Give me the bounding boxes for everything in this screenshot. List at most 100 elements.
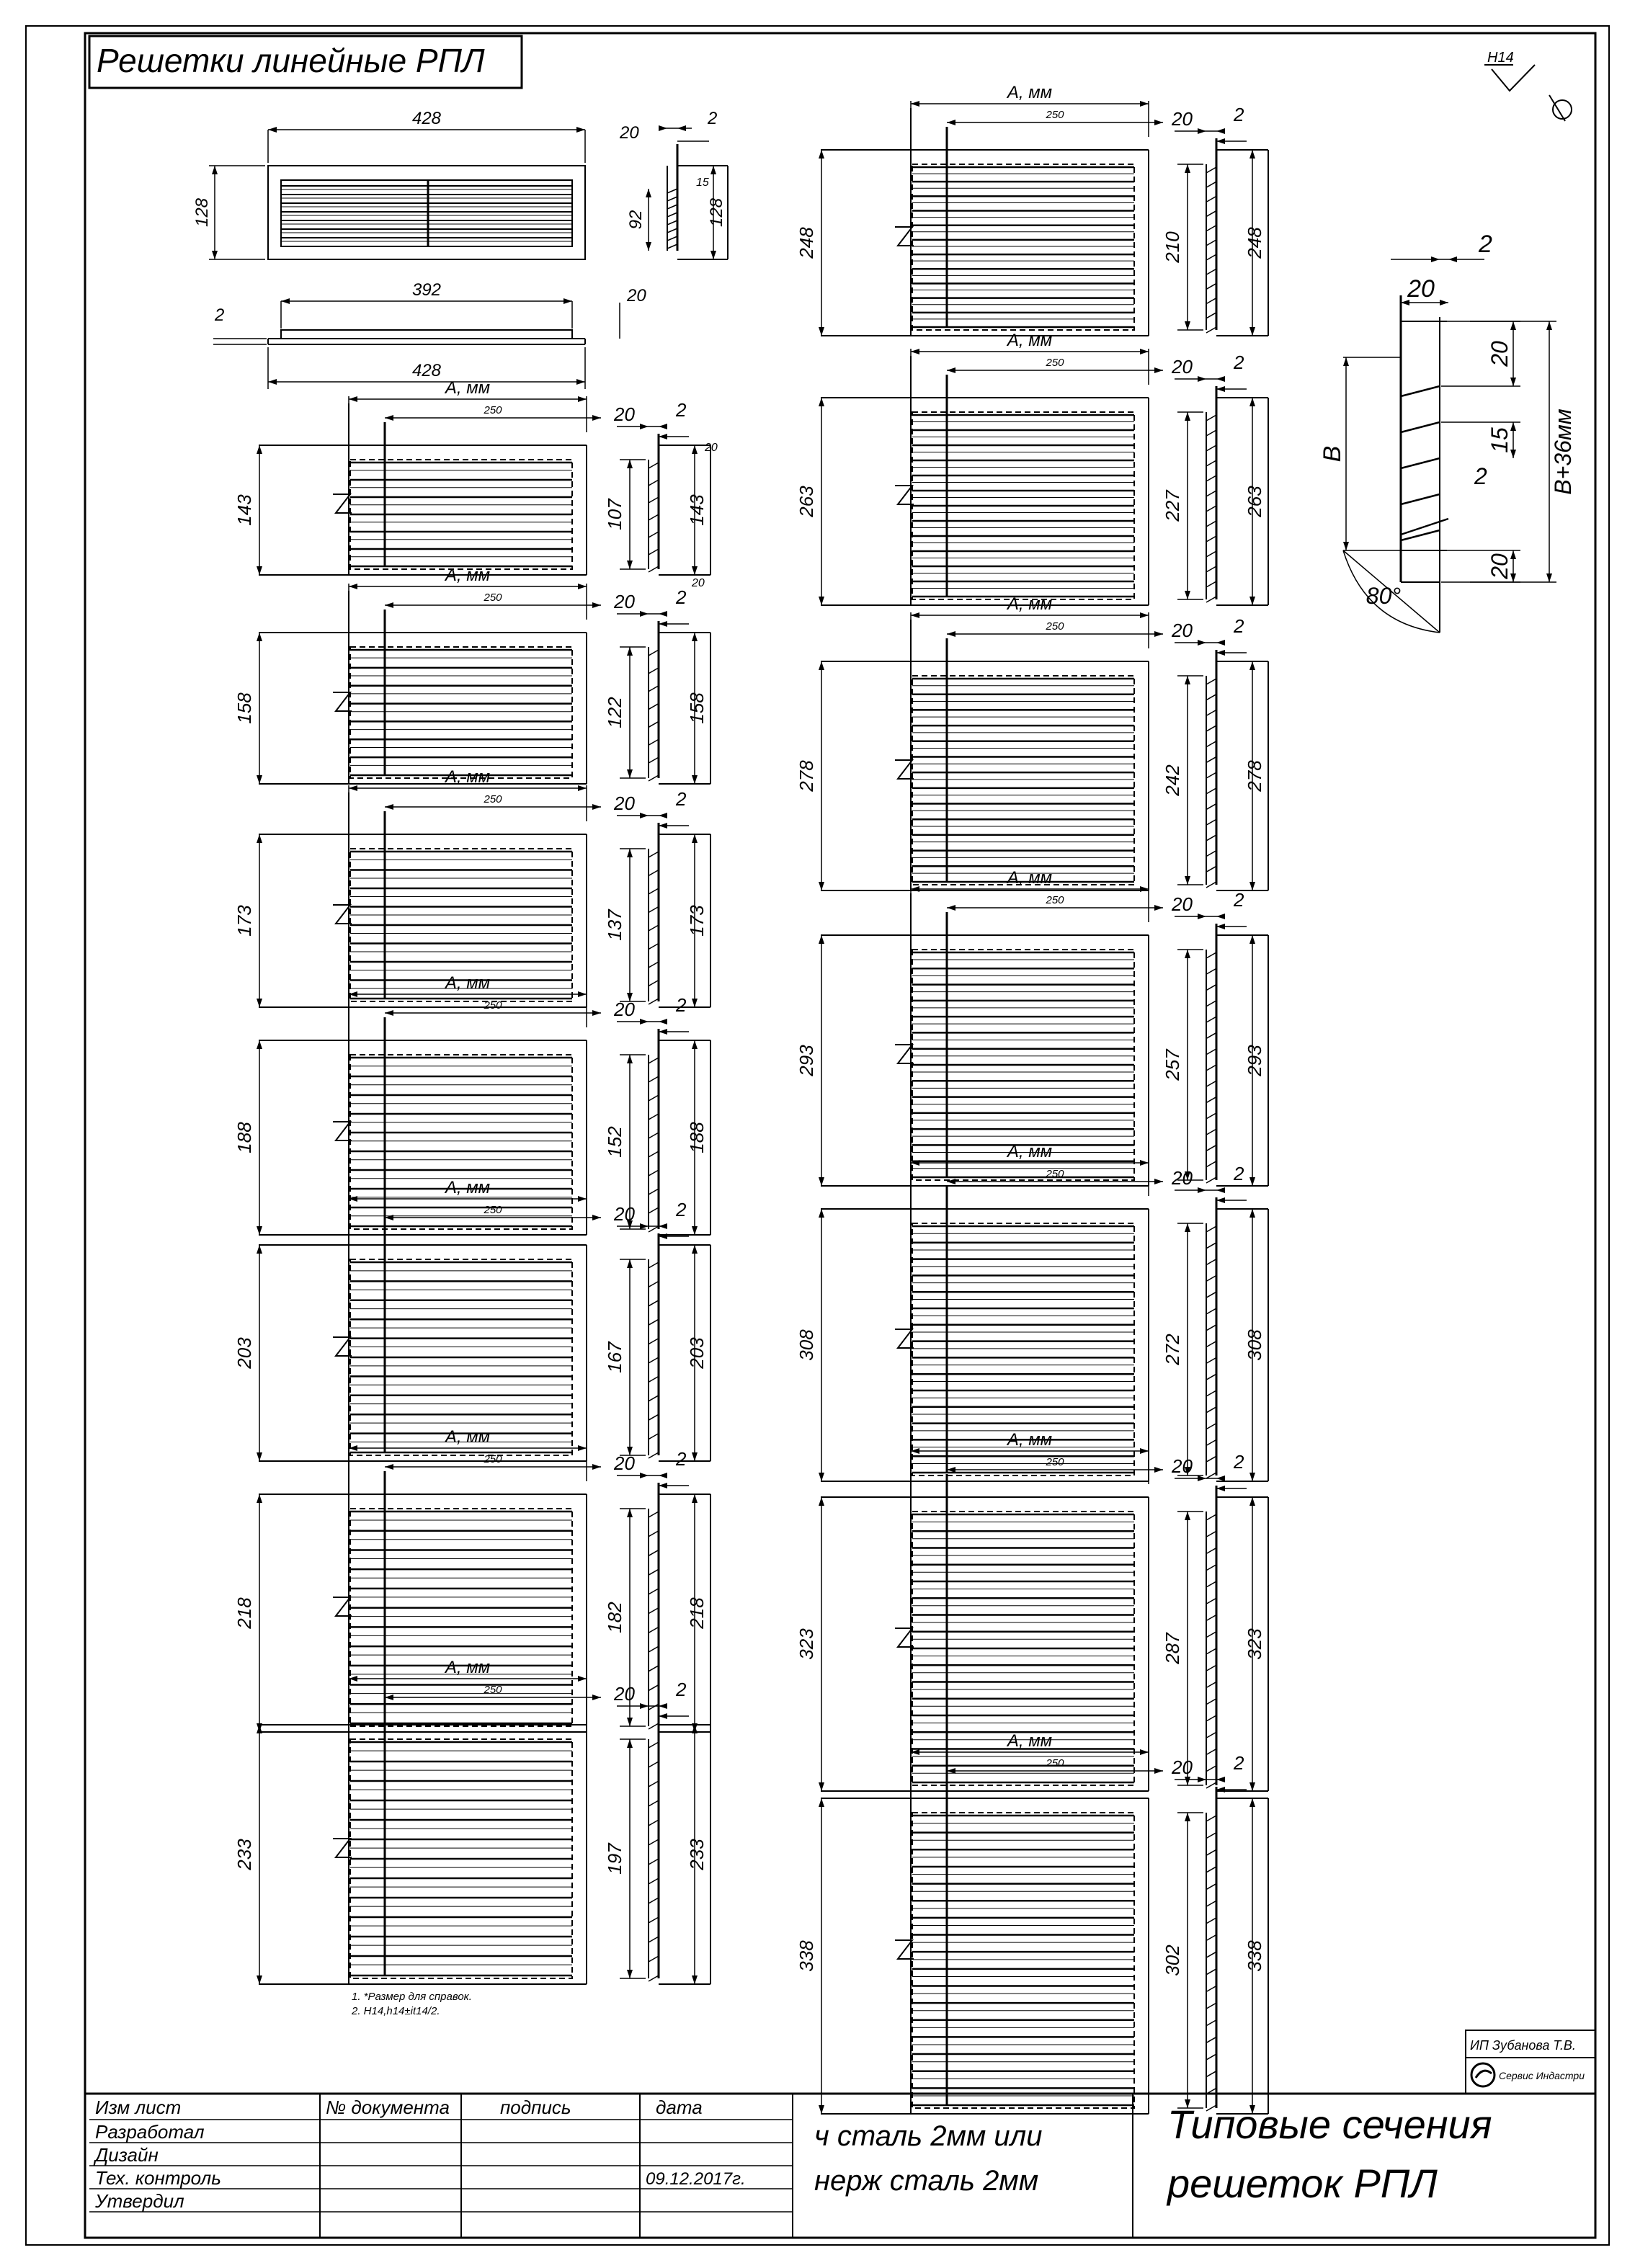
inner-width-label: 250	[483, 591, 502, 604]
blade-line	[1206, 1648, 1217, 1655]
plan-body	[280, 329, 573, 339]
header-sign: подпись	[500, 2097, 571, 2118]
dim-arrow	[1216, 1777, 1225, 1782]
break-line	[895, 1628, 914, 1648]
dim-arrow	[257, 633, 262, 641]
inner-width-label: 250	[1045, 357, 1064, 369]
blade-line	[667, 228, 678, 233]
blade-line	[648, 1646, 659, 1653]
blade-line	[648, 1357, 659, 1364]
dim-arrow	[677, 125, 686, 131]
blade-line	[1206, 1308, 1217, 1315]
plan-depth-label: 20	[626, 286, 646, 305]
inner-width-label: 250	[483, 404, 502, 416]
detail-blade	[1400, 385, 1440, 398]
dim-arrow	[1510, 422, 1516, 431]
blade-line	[1206, 520, 1217, 527]
dim-arrow	[349, 785, 357, 791]
side-thickness-label: 2	[1233, 615, 1244, 637]
dim-arrow	[947, 1179, 955, 1184]
blade-line	[648, 1094, 659, 1102]
blade-zone	[912, 1223, 1135, 1476]
dim-arrow	[257, 445, 262, 454]
blade-line	[648, 685, 659, 692]
side-depth-label: 20	[1171, 1756, 1193, 1778]
blade-line	[1206, 1032, 1217, 1040]
blade-line	[648, 851, 659, 858]
blade-line	[1206, 225, 1217, 232]
dim-arrow	[646, 242, 651, 251]
outer-border	[25, 25, 1610, 2246]
dim-arrow	[1154, 1467, 1163, 1473]
dim-arrow	[819, 1473, 824, 1481]
blade-line	[667, 196, 678, 202]
dim-arrow	[819, 597, 824, 605]
blade-line	[648, 1878, 659, 1885]
blade-line	[1206, 550, 1217, 558]
side-outer-label: 278	[1244, 760, 1265, 793]
side-depth-label: 20	[613, 793, 635, 814]
side-thickness-label: 2	[1233, 1451, 1244, 1473]
dim-arrow	[385, 804, 393, 810]
dim-arrow	[692, 566, 698, 575]
dim-arrow	[640, 813, 649, 818]
detail-blade	[1400, 457, 1440, 470]
side-depth-label: 20	[1171, 1167, 1193, 1189]
side-thickness-label: 2	[1233, 104, 1244, 125]
blade-line	[1206, 239, 1217, 246]
dim-arrow	[627, 769, 633, 778]
blade-line	[1206, 1715, 1217, 1722]
blade-line	[1206, 1547, 1217, 1555]
blade-line	[1206, 1831, 1217, 1839]
side-outer-label: 263	[1244, 486, 1265, 518]
grille-height-label: 158	[233, 692, 255, 724]
blade-line	[1206, 952, 1217, 959]
dim-arrow	[1185, 1467, 1190, 1475]
dim-arrow	[640, 1223, 649, 1229]
grille-height-label: 323	[796, 1628, 817, 1660]
dim-arrow	[1154, 367, 1163, 373]
dim-arrow	[257, 775, 262, 784]
dim-arrow	[1198, 640, 1206, 646]
blade-line	[648, 1975, 659, 1982]
dim-arrow	[692, 445, 698, 454]
dim-arrow	[911, 1448, 919, 1454]
dim-arrow	[819, 2105, 824, 2114]
dim-arrow	[212, 251, 218, 259]
blade-line	[1206, 1340, 1217, 1348]
side-outer-label: 188	[686, 1122, 708, 1153]
blade-line	[648, 1684, 659, 1692]
blade-line	[1206, 741, 1217, 748]
break-line	[333, 1121, 352, 1141]
blade-line	[648, 1858, 659, 1865]
dim-arrow	[659, 1019, 667, 1024]
blade-line	[648, 1318, 659, 1326]
blade-line	[667, 236, 678, 241]
dim-arrow	[1448, 256, 1457, 262]
dim-arrow	[578, 1196, 587, 1202]
blade-line	[1206, 1455, 1217, 1463]
blade-line	[1206, 1048, 1217, 1055]
blade-line	[648, 1916, 659, 1924]
role-label: Тех. контроль	[95, 2167, 221, 2189]
blade-line	[1206, 849, 1217, 857]
side-depth-label: 20	[613, 591, 635, 612]
note-2: 2. H14,h14±it14/2.	[351, 2005, 440, 2017]
side-inner-label: 227	[1162, 489, 1183, 522]
dim-arrow	[627, 647, 633, 656]
dim-arrow	[627, 849, 633, 857]
blade-line	[1206, 181, 1217, 188]
blade-line	[648, 979, 659, 987]
plan-outer-label: 428	[412, 361, 442, 380]
dim-arrow	[710, 166, 716, 174]
blade-line	[648, 1588, 659, 1595]
blade-zone	[349, 646, 573, 779]
blade-line	[648, 1432, 659, 1440]
